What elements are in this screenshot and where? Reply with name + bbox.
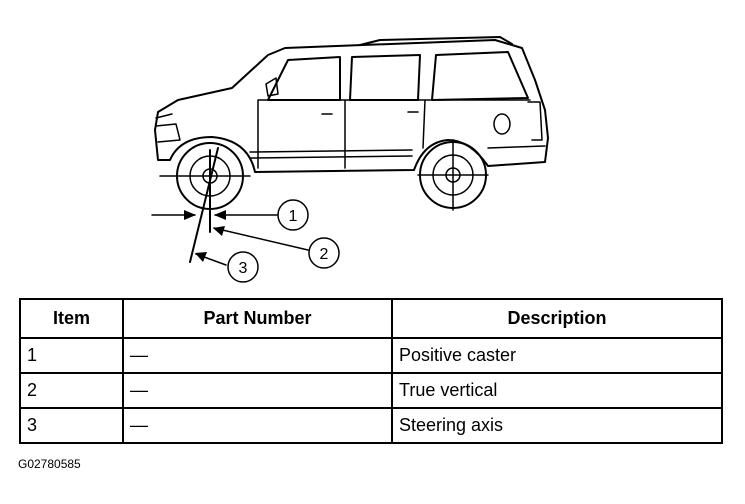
front-bumper	[155, 113, 181, 143]
arrowhead-3	[195, 252, 207, 262]
table-header-row: Item Part Number Description	[19, 298, 723, 339]
table-row: 3 — Steering axis	[19, 407, 723, 444]
header-description: Description	[391, 298, 723, 339]
rear-wheel	[417, 139, 489, 211]
arrowhead-left	[184, 210, 196, 220]
cell-part-number: —	[122, 337, 393, 374]
table-row: 2 — True vertical	[19, 372, 723, 409]
cell-description: Steering axis	[391, 407, 723, 444]
table-row: 1 — Positive caster	[19, 337, 723, 374]
cell-item: 1	[19, 337, 124, 374]
cell-part-number: —	[122, 407, 393, 444]
cell-part-number: —	[122, 372, 393, 409]
parts-table: Item Part Number Description 1 — Positiv…	[19, 298, 723, 444]
fuel-door	[493, 113, 511, 135]
callout-1-label: 1	[289, 208, 298, 225]
leader-2	[213, 227, 309, 251]
door-lines	[257, 99, 531, 169]
cell-description: True vertical	[391, 372, 723, 409]
taillight	[527, 101, 543, 141]
header-part-number: Part Number	[122, 298, 393, 339]
steering-axis-line	[189, 147, 219, 263]
suv-body-outline	[154, 39, 549, 173]
side-molding	[249, 145, 546, 159]
arrowhead-right	[214, 210, 226, 220]
door-handles	[321, 111, 419, 115]
roof-rack	[359, 36, 513, 46]
cell-item: 2	[19, 372, 124, 409]
callout-3-label: 3	[239, 260, 248, 277]
callout-3-circle	[227, 251, 259, 283]
callout-1-circle	[277, 199, 309, 231]
arrowhead-2	[213, 226, 225, 236]
rear-quarter-window	[431, 51, 529, 101]
suv-caster-illustration: 1 2 3	[151, 36, 549, 283]
side-mirror	[265, 77, 279, 97]
header-item: Item	[19, 298, 124, 339]
cell-item: 3	[19, 407, 124, 444]
callout-2-label: 2	[320, 246, 329, 263]
cell-description: Positive caster	[391, 337, 723, 374]
callout-2-circle	[308, 237, 340, 269]
rear-door-window	[349, 54, 421, 101]
figure-id: G02780585	[18, 457, 81, 471]
front-window	[267, 56, 341, 101]
